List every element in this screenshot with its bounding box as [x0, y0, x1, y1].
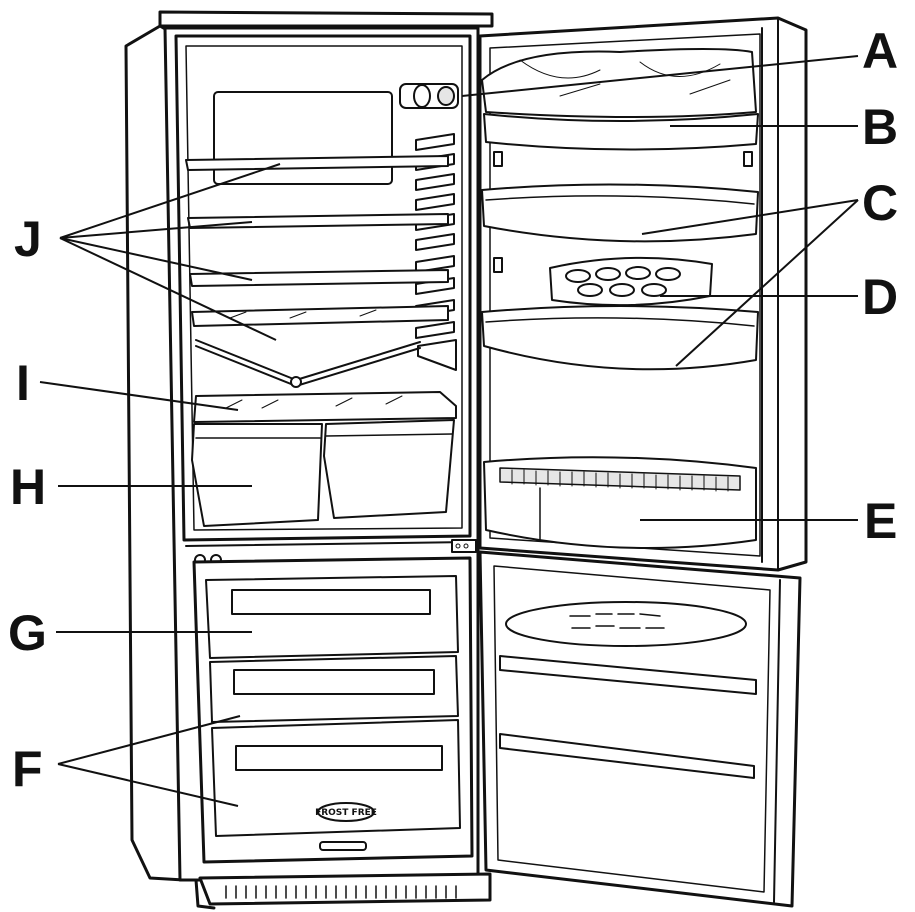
- salad-crispers: [191, 419, 455, 527]
- freezer-drawer-middle: [209, 655, 459, 723]
- door-shelf-upper: [481, 183, 759, 243]
- callout-b: B: [862, 99, 898, 155]
- callout-e: E: [864, 493, 897, 549]
- frost-free-badge: [317, 802, 375, 822]
- fridge-door: [451, 16, 808, 572]
- freezer-drawer-top: [205, 575, 459, 659]
- base-grille: [225, 885, 457, 899]
- dairy-compartment: [481, 48, 759, 151]
- callout-g: G: [8, 605, 47, 661]
- leader-lines: [39, 55, 859, 807]
- callout-h: H: [10, 459, 46, 515]
- freezer-drawer-bottom: FROST FREE: [211, 719, 461, 837]
- freezer-door: [478, 550, 802, 908]
- frost-free-text: FROST FREE: [315, 808, 377, 818]
- crisper-cover-shelf: [193, 391, 457, 423]
- callout-c: C: [862, 175, 898, 231]
- callout-j: J: [14, 211, 42, 267]
- bottle-shelf: [483, 456, 757, 549]
- callout-f: F: [12, 741, 43, 797]
- interior-light: [399, 83, 459, 109]
- egg-tray: [549, 256, 713, 307]
- glass-shelves: [185, 155, 449, 388]
- callout-a: A: [862, 23, 898, 79]
- freezer-compartment: FROST FREE: [192, 556, 474, 864]
- callout-d: D: [862, 269, 898, 325]
- fridge-compartment: [174, 34, 472, 566]
- control-panel: [505, 601, 747, 647]
- callout-letters: A B C D E F G H I J: [8, 23, 898, 797]
- callout-i: I: [16, 355, 30, 411]
